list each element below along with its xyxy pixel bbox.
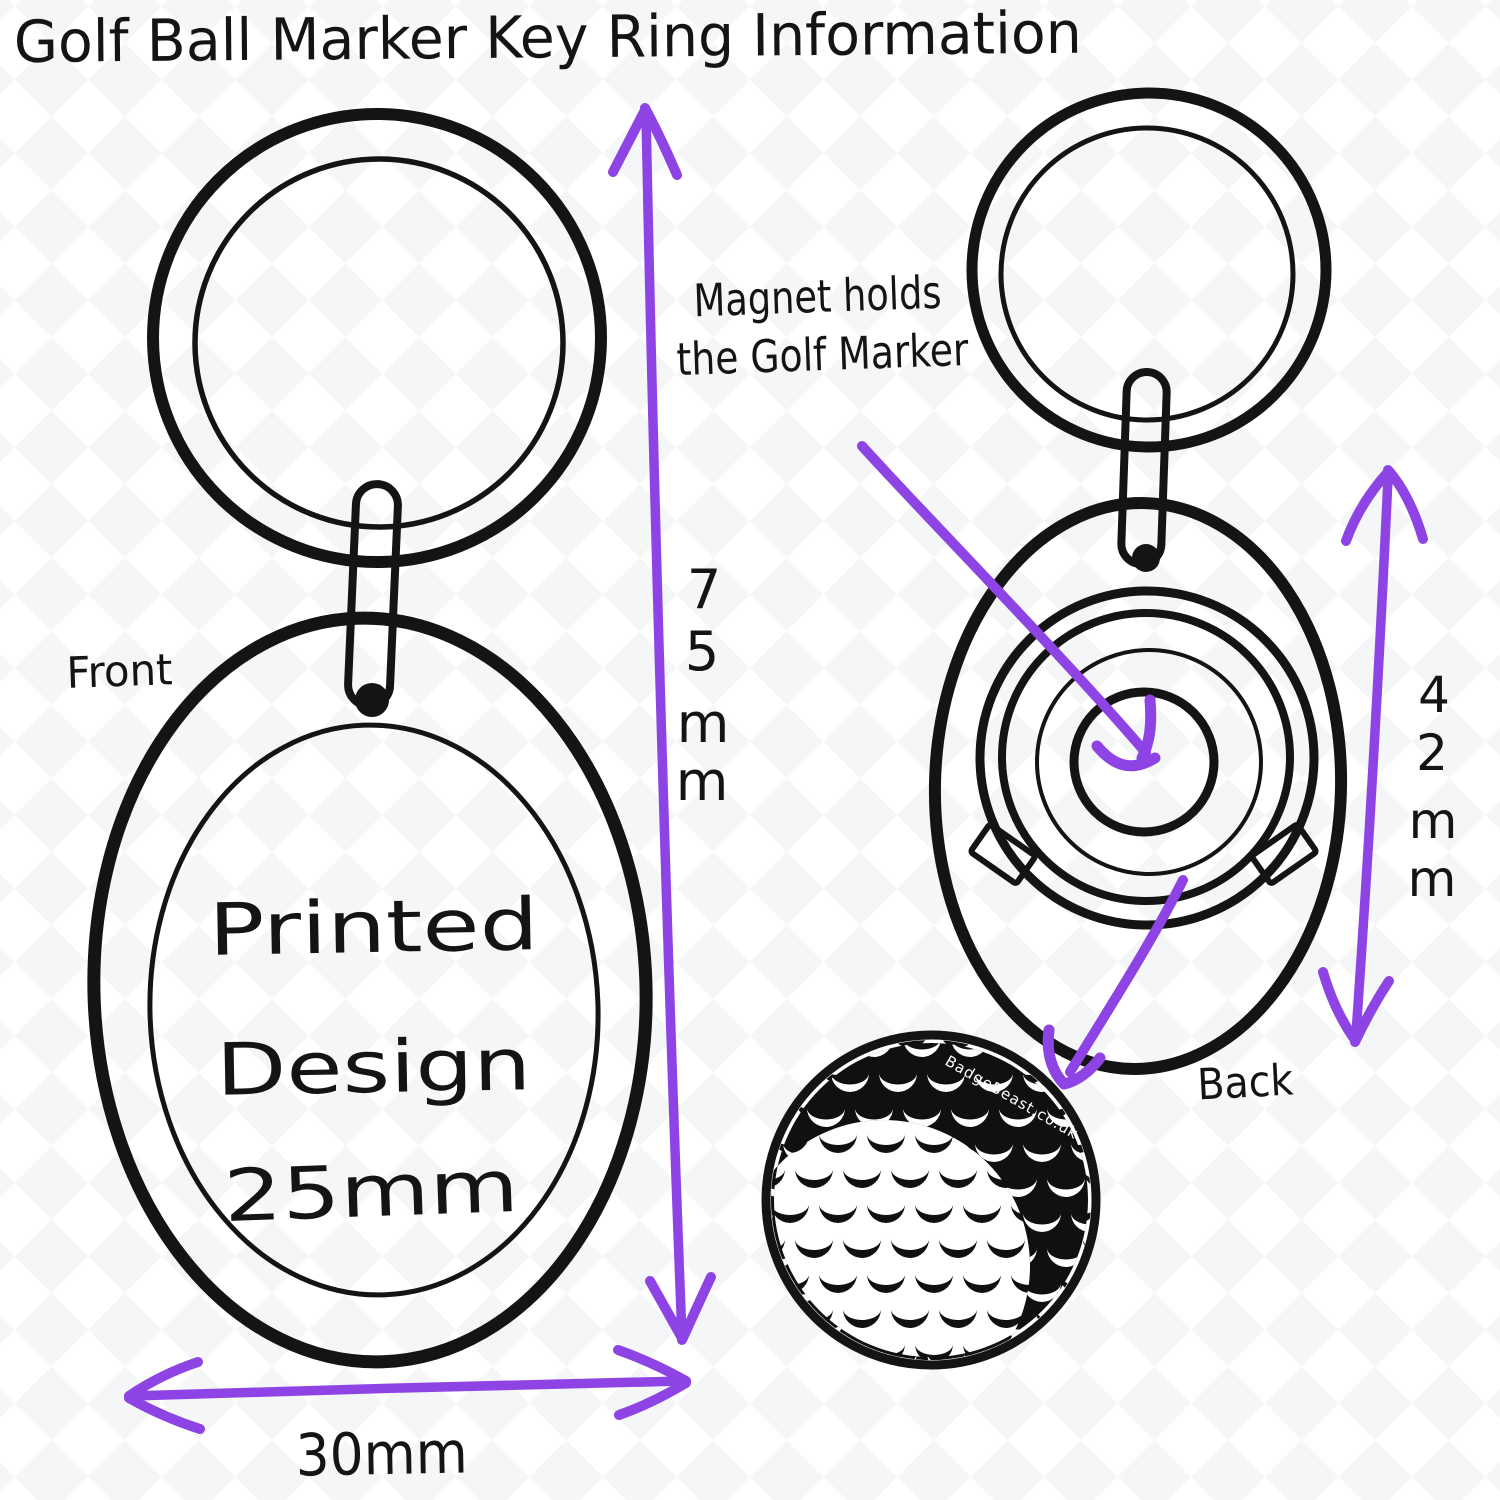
page-title: Golf Ball Marker Key Ring Information	[14, 0, 1083, 76]
width-dimension-label: 30mm	[295, 1419, 468, 1490]
marker-recess-outer	[975, 586, 1319, 930]
front-printed-area-outline	[147, 722, 601, 1298]
svg-text:m: m	[676, 750, 729, 813]
printed-design-line2: Design	[215, 1022, 531, 1111]
arrowhead-down-icon	[1318, 967, 1394, 1047]
svg-text:4: 4	[1418, 666, 1450, 724]
arrowhead-up-icon	[1341, 465, 1428, 546]
width-dimension-arrow	[124, 1345, 691, 1434]
height-dimension-label: 7 5 m m	[676, 558, 730, 813]
svg-text:m: m	[1408, 850, 1457, 908]
back-fob-outline	[928, 497, 1348, 1075]
back-ring-outer	[966, 87, 1332, 453]
front-keyring: Printed Design 25mm	[87, 108, 653, 1369]
printed-design-line1: Printed	[208, 882, 539, 972]
front-link	[344, 480, 402, 710]
arrowhead-icon	[1042, 1024, 1106, 1090]
svg-text:5: 5	[685, 620, 719, 683]
arrowhead-down-icon	[645, 1272, 716, 1345]
front-label: Front	[66, 645, 174, 699]
printed-design-line3: 25mm	[222, 1144, 520, 1238]
marker-recess-inner	[998, 609, 1294, 905]
front-ring-outer	[147, 108, 607, 568]
back-height-dimension-label: 4 2 m m	[1408, 666, 1458, 908]
back-height-dimension-arrow	[1318, 465, 1428, 1047]
magnet-circle	[1069, 687, 1219, 837]
arrowhead-left-icon	[124, 1357, 205, 1434]
marker-seat-ring	[1035, 648, 1263, 876]
front-fob-outline	[87, 611, 653, 1369]
magnet-pointer-arrow	[857, 441, 1161, 772]
back-keyring	[928, 87, 1348, 1075]
front-ring-inner	[192, 156, 566, 530]
svg-text:7: 7	[687, 558, 721, 621]
golf-ball: BadgeBeast.co.uk	[761, 1030, 1101, 1370]
magnet-note-line2: the Golf Marker	[676, 323, 970, 386]
arrowhead-up-icon	[608, 103, 682, 180]
arrowhead-icon	[1091, 694, 1161, 772]
magnet-note-line1: Magnet holds	[693, 266, 943, 328]
arrowhead-right-icon	[613, 1345, 691, 1420]
ball-pointer-arrow	[1042, 875, 1188, 1090]
svg-text:2: 2	[1416, 724, 1448, 782]
back-label: Back	[1196, 1056, 1295, 1111]
recess-notch-right	[1249, 822, 1319, 886]
height-dimension-arrow	[608, 103, 716, 1345]
back-ring-inner	[998, 125, 1296, 423]
back-link	[1117, 368, 1171, 568]
recess-notch-left	[968, 822, 1038, 886]
svg-text:m: m	[677, 692, 730, 755]
svg-text:m: m	[1409, 792, 1458, 850]
